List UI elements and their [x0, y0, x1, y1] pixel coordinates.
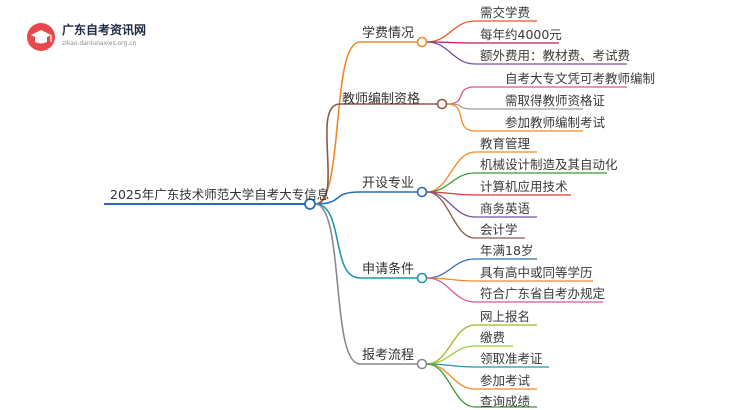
leaf-connector: [446, 103, 476, 132]
branch-connector: [314, 103, 341, 205]
leaf-connector: [426, 41, 476, 65]
branch-connector: [314, 41, 361, 205]
branch-label-majors[interactable]: 开设专业: [362, 176, 415, 191]
leaf-connector: [426, 324, 476, 365]
leaf-connector: [426, 345, 476, 365]
leaf-connector: [426, 20, 476, 43]
leaf-label[interactable]: 需交学费: [480, 5, 531, 20]
leaf-connector: [426, 151, 476, 193]
leaf-label[interactable]: 商务英语: [480, 201, 531, 216]
leaf-label[interactable]: 年满18岁: [480, 243, 534, 258]
leaf-label[interactable]: 查询成绩: [480, 394, 531, 409]
leaf-label[interactable]: 参加教师编制考试: [505, 115, 606, 130]
leaf-label[interactable]: 自考大专文凭可考教师编制: [505, 71, 656, 86]
root-knob: [304, 198, 316, 210]
leaf-label[interactable]: 需取得教师资格证: [505, 93, 606, 108]
leaf-label[interactable]: 符合广东省自考办规定: [480, 286, 606, 301]
leaf-label[interactable]: 缴费: [480, 330, 506, 345]
leaf-label[interactable]: 具有高中或同等学历: [480, 265, 593, 280]
logo-title: 广东自考资讯网: [62, 23, 147, 37]
leaf-label[interactable]: 每年约4000元: [480, 27, 562, 42]
site-logo[interactable]: 广东自考资讯网 zikao.danlunaxies.org.cn: [22, 18, 222, 58]
branch-label-teacher-qualification[interactable]: 教师编制资格: [342, 92, 421, 107]
branch-connector: [314, 191, 361, 205]
branch-connector: [314, 203, 361, 365]
branch-knob: [416, 358, 428, 370]
leaf-connector: [446, 86, 476, 105]
branch-knob: [416, 272, 428, 284]
leaf-label[interactable]: 会计学: [480, 222, 518, 237]
branch-label-tuition[interactable]: 学费情况: [362, 26, 415, 41]
graduation-cap-icon: [27, 23, 55, 51]
branch-knob: [416, 36, 428, 48]
branch-label-requirements[interactable]: 申请条件: [362, 262, 415, 277]
branch-knob: [436, 98, 448, 110]
leaf-label[interactable]: 额外费用：教材费、考试费: [480, 48, 631, 63]
logo-subtitle: zikao.danlunaxies.org.cn: [62, 40, 137, 47]
branch-connector: [314, 203, 361, 279]
leaf-label[interactable]: 计算机应用技术: [480, 179, 568, 194]
leaf-label[interactable]: 参加考试: [480, 373, 531, 388]
leaf-label[interactable]: 教育管理: [480, 136, 531, 151]
leaf-connector: [426, 258, 476, 279]
branch-knob: [416, 186, 428, 198]
leaf-connector: [426, 191, 476, 239]
leaf-connector: [426, 191, 476, 218]
leaf-label[interactable]: 网上报名: [480, 309, 531, 324]
branch-label-procedure[interactable]: 报考流程: [362, 348, 415, 363]
leaf-label[interactable]: 领取准考证: [480, 351, 543, 366]
leaf-connector: [426, 277, 476, 303]
leaf-label[interactable]: 机械设计制造及其自动化: [480, 157, 618, 172]
leaf-connector: [426, 363, 476, 408]
root-node-label[interactable]: 2025年广东技术师范大学自考大专信息: [110, 187, 330, 202]
leaf-connector: [426, 172, 476, 193]
